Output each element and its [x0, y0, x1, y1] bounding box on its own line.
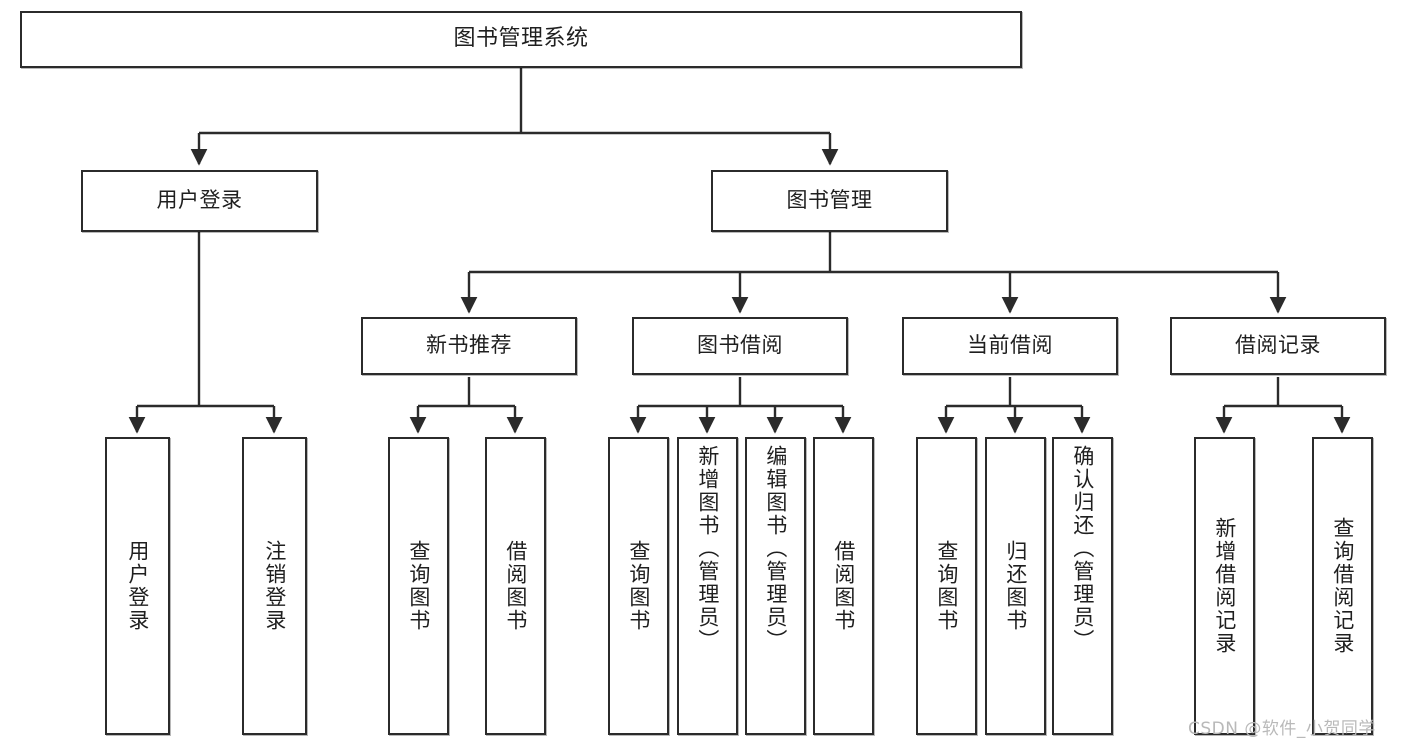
node-leaf-add-borrow-record[interactable]: 新增借阅记录 [1194, 437, 1255, 735]
node-label: 确认归还（管理员） [1070, 445, 1095, 652]
node-label: 新增借阅记录 [1212, 517, 1237, 655]
node-label: 当前借阅 [967, 333, 1053, 358]
node-root-book-management-system[interactable]: 图书管理系统 [20, 11, 1022, 68]
node-label: 编辑图书（管理员） [763, 445, 788, 652]
node-label: 注销登录 [262, 540, 287, 632]
csdn-watermark: CSDN @软件_小贺同学 [1188, 719, 1376, 739]
node-leaf-return-book[interactable]: 归还图书 [985, 437, 1046, 735]
node-current-borrow[interactable]: 当前借阅 [902, 317, 1118, 375]
node-leaf-borrow-book-recommend[interactable]: 借阅图书 [485, 437, 546, 735]
node-leaf-add-book-admin[interactable]: 新增图书（管理员） [677, 437, 738, 735]
node-label: 借阅图书 [831, 540, 856, 632]
node-label: 用户登录 [125, 540, 150, 632]
node-leaf-borrow-book[interactable]: 借阅图书 [813, 437, 874, 735]
node-label: 用户登录 [156, 188, 243, 213]
node-label: 查询图书 [406, 540, 431, 632]
node-user-login[interactable]: 用户登录 [81, 170, 318, 232]
node-label: 归还图书 [1003, 540, 1028, 632]
node-label: 查询借阅记录 [1330, 517, 1355, 655]
node-leaf-query-book-borrow[interactable]: 查询图书 [608, 437, 669, 735]
node-book-management[interactable]: 图书管理 [711, 170, 948, 232]
node-label: 借阅图书 [503, 540, 528, 632]
node-label: 借阅记录 [1235, 333, 1321, 358]
node-label: 新书推荐 [426, 333, 512, 358]
node-label: 图书管理系统 [453, 26, 589, 52]
node-leaf-confirm-return-admin[interactable]: 确认归还（管理员） [1052, 437, 1113, 735]
node-leaf-user-login[interactable]: 用户登录 [105, 437, 170, 735]
node-leaf-query-book-recommend[interactable]: 查询图书 [388, 437, 449, 735]
node-leaf-logout[interactable]: 注销登录 [242, 437, 307, 735]
node-label: 图书借阅 [697, 333, 783, 358]
node-label: 查询图书 [626, 540, 651, 632]
node-book-borrow[interactable]: 图书借阅 [632, 317, 848, 375]
node-label: 新增图书（管理员） [695, 445, 720, 652]
node-borrow-record[interactable]: 借阅记录 [1170, 317, 1386, 375]
node-leaf-edit-book-admin[interactable]: 编辑图书（管理员） [745, 437, 806, 735]
node-label: 图书管理 [786, 188, 873, 213]
node-leaf-query-book-current[interactable]: 查询图书 [916, 437, 977, 735]
node-leaf-query-borrow-record[interactable]: 查询借阅记录 [1312, 437, 1373, 735]
node-new-book-recommend[interactable]: 新书推荐 [361, 317, 577, 375]
node-label: 查询图书 [934, 540, 959, 632]
